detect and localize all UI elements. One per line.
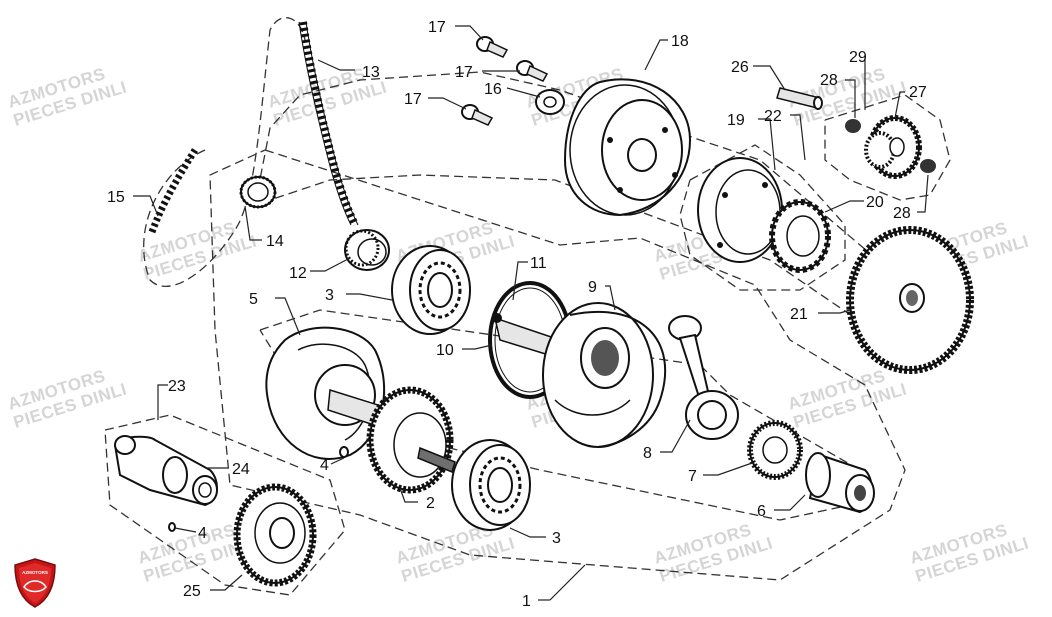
svg-text:AZMOTORS: AZMOTORS [22,570,48,575]
crank-pin-6 [805,452,875,514]
callout-23: 23 [168,378,186,395]
bolt-17b [516,60,549,82]
callout-12: 12 [289,265,307,282]
callout-28a: 28 [820,72,838,89]
starter-clutch-19 [697,157,783,263]
callout-11: 11 [530,255,547,272]
callout-19: 19 [727,112,745,129]
flywheel-18 [563,78,692,217]
sprocket-12 [344,229,390,271]
pin-26 [776,87,823,110]
callout-9: 9 [588,279,597,296]
outline-flywheel [254,71,962,346]
needle-bearing-7 [747,420,803,480]
callout-18: 18 [671,33,689,50]
bolt-17a [476,36,509,58]
callout-28b: 28 [893,205,911,222]
callout-3b: 3 [552,530,561,547]
callout-17b: 17 [455,64,473,81]
outline-idle [824,94,951,201]
starter-gear-21 [846,226,974,374]
parts [113,21,974,587]
callout-27: 27 [909,84,927,101]
bushing-28b [920,159,936,173]
callout-4a: 4 [320,457,329,474]
bearing-3-lower [451,439,531,531]
key-4b [168,522,176,532]
callout-2: 2 [426,495,435,512]
callout-6: 6 [757,503,766,520]
bolt-17c [461,104,494,126]
callout-26: 26 [731,59,749,76]
callout-5: 5 [249,291,258,308]
callout-4b: 4 [198,525,207,542]
callout-1: 1 [522,593,531,610]
brand-shield-logo: AZMOTORS [14,558,56,608]
callout-24: 24 [232,461,250,478]
outline-clutch [679,144,846,291]
outline-main [209,149,906,581]
callout-14: 14 [266,233,284,250]
leader-lines [133,25,929,591]
gear-2 [366,386,456,494]
outline-chain [143,17,306,287]
callout-16: 16 [484,81,502,98]
balancer-chain [148,148,198,234]
callout-13: 13 [362,64,380,81]
callout-25: 25 [183,583,201,600]
bearing-3-upper [391,245,471,335]
cam-chain [299,21,359,227]
sprocket-14 [239,175,277,209]
callout-21: 21 [790,306,808,323]
idle-gear-27 [864,115,922,179]
bushing-28a [845,119,861,133]
callout-29: 29 [849,49,867,66]
callout-22: 22 [764,108,782,125]
nut-16 [535,89,565,115]
callout-15: 15 [107,189,125,206]
callout-10: 10 [436,342,454,359]
callout-8: 8 [643,445,652,462]
callout-17a: 17 [428,19,446,36]
leader-1 [549,564,586,601]
connecting-rod-8 [668,315,739,440]
key-4a [339,446,349,458]
callout-17c: 17 [404,91,422,108]
one-way-clutch-20 [769,199,831,273]
callout-labels: 1 2 3 3 4 4 5 6 7 8 9 10 11 12 13 14 15 … [107,19,927,610]
callout-7: 7 [688,468,697,485]
callout-3a: 3 [325,287,334,304]
balancer-gear-25 [233,483,317,587]
balancer-shaft-24 [113,435,218,507]
callout-20: 20 [866,194,884,211]
crankshaft-9 [542,302,666,448]
